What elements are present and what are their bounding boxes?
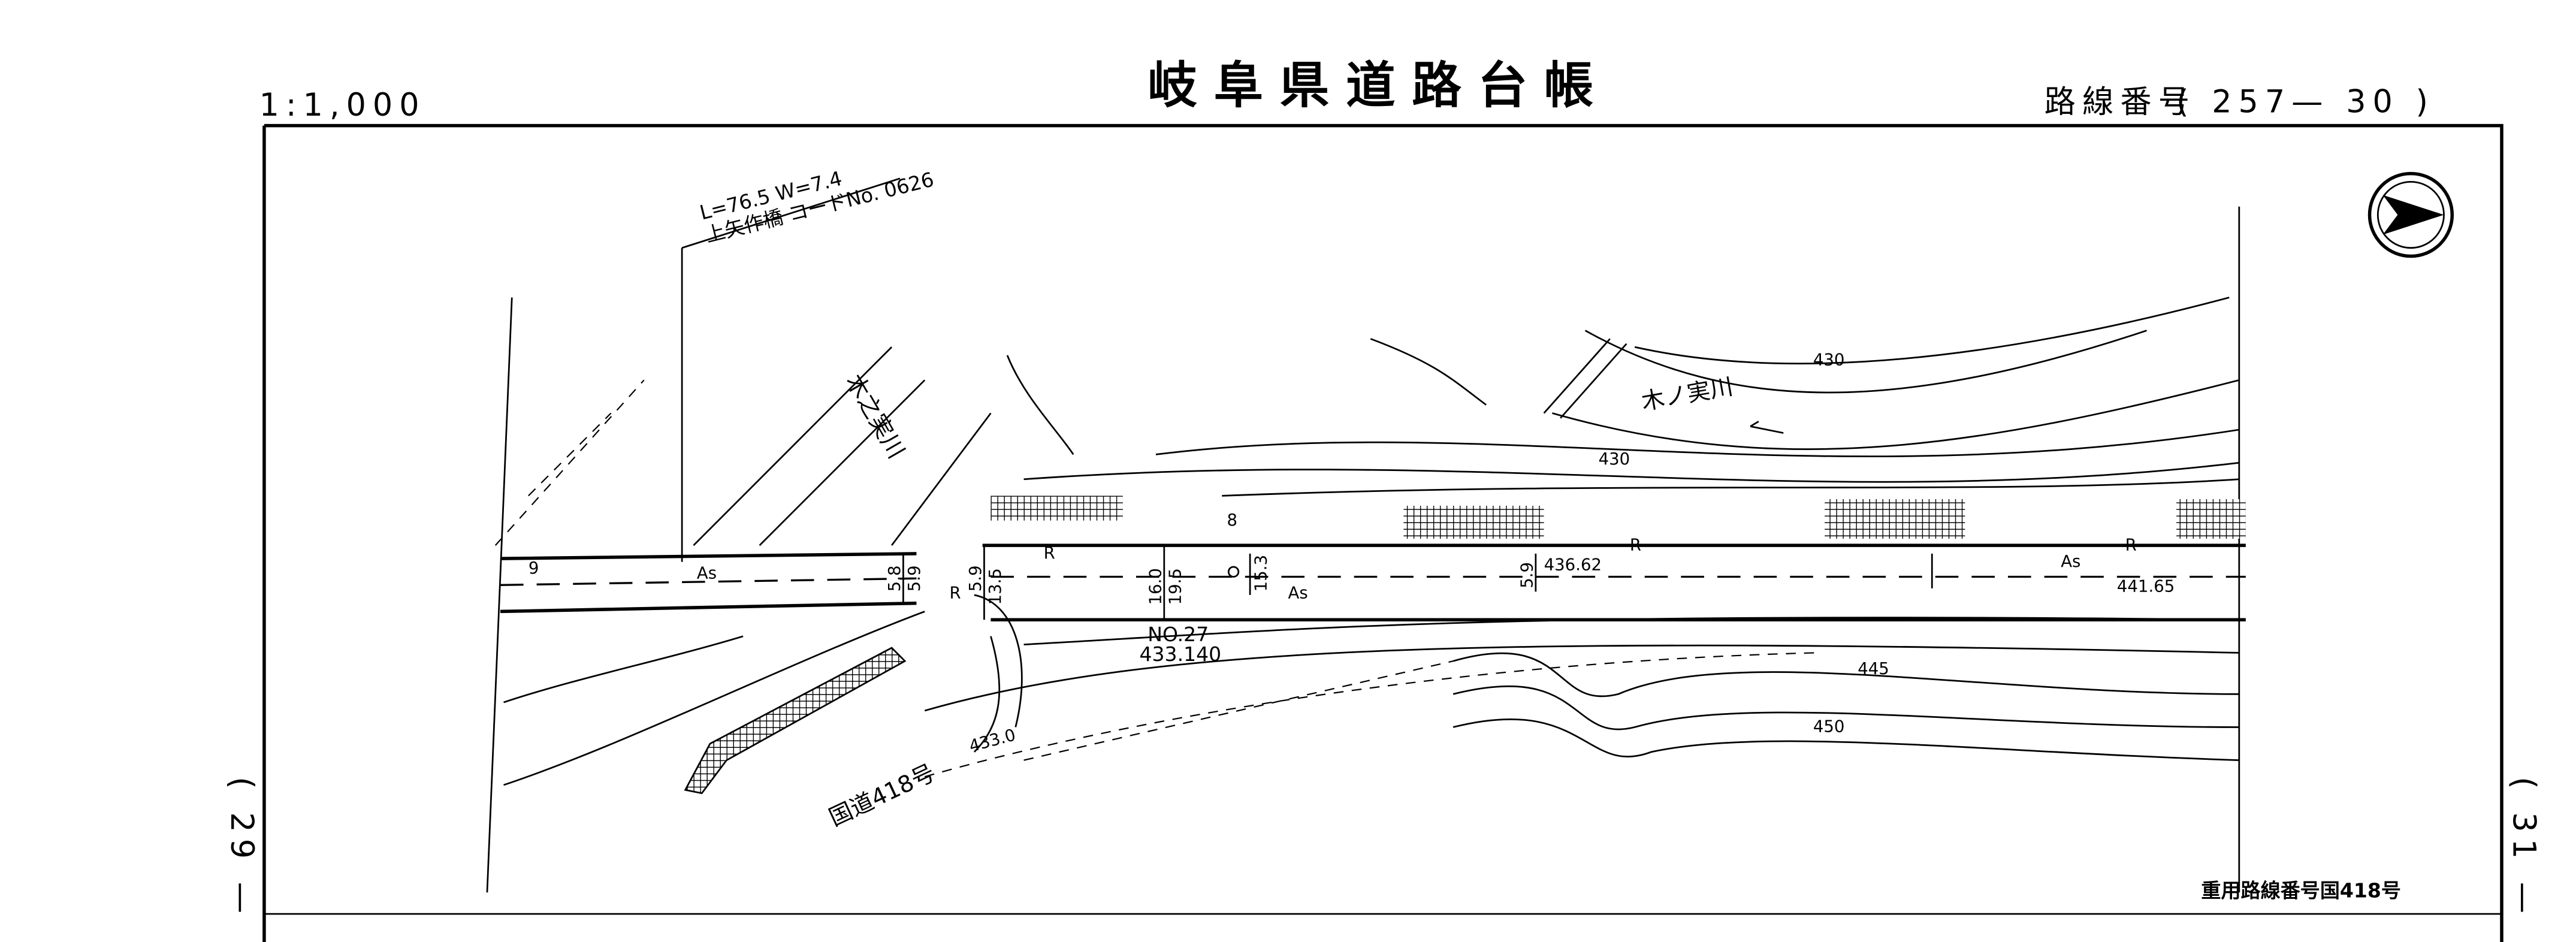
station-elevation: 433.140 [1139,642,1221,666]
contour-lines [494,297,2240,786]
station-mark: 8 [1227,511,1238,530]
river-label-side: 木之実川 [840,370,910,463]
spot-elevation: 441.65 [2117,576,2175,596]
overlap-route-label: 重用路線番号国418号 [2201,879,2401,902]
route-number-label: 路線番号 [2045,84,2196,120]
page-title: 岐阜県道路台帳 [1147,56,1609,114]
surface-label: As [1288,583,1308,602]
spot-elevation: 436.62 [1544,555,1602,574]
left-sheet-label: ( 29 — [224,777,260,920]
width-dimension: 5.8 5.9 [885,553,924,603]
national-road-label: 国道418号 [825,759,940,832]
curb-label: R [2125,535,2137,554]
svg-text:5.9: 5.9 [1517,562,1536,588]
bridge-label: L=76.5 W=7.4 上矢作橋 コードNo. 0626 [697,167,937,247]
curb-label: R [1630,535,1641,554]
svg-text:5.9: 5.9 [905,565,924,591]
station-mark: 9 [529,558,539,578]
surface-label: As [2061,552,2080,571]
svg-text:19.5: 19.5 [1165,568,1185,605]
contour-label: 430 [1813,350,1845,369]
width-dimension: 5.9 13.5 [966,545,1005,620]
map-extent-lines [486,177,2240,893]
station-number: NO.27 [1147,623,1209,646]
width-dimension: 16.0 19.5 [1146,545,1185,620]
svg-text:13.5: 13.5 [986,568,1005,605]
scale-label: 1:1,000 [259,87,426,123]
map-frame [262,123,2503,942]
curb-label: R [1044,544,1055,563]
prefectural-road [500,544,2246,621]
width-dimension: 15.3 [1227,553,1271,595]
contour-label: 445 [1858,659,1889,678]
spot-elevation: 433.0 [967,725,1017,756]
right-sheet-label: ( 31 — [2505,777,2542,920]
svg-text:5.8: 5.8 [885,565,904,591]
river-label-main: 木ノ実川 [1639,373,1735,416]
river-flow-arrow-icon [1750,421,1784,434]
north-arrow-icon [2367,171,2454,258]
svg-text:5.9: 5.9 [966,565,985,591]
svg-text:15.3: 15.3 [1252,555,1271,591]
route-number: ( 257— 30 ) [2176,84,2435,120]
contour-label: 430 [1599,449,1630,469]
width-dimension: 5.9 [1517,553,1536,592]
svg-text:16.0: 16.0 [1146,568,1165,605]
retaining-wall-hatching [684,496,2246,795]
surface-label: As [697,563,717,582]
curb-label: R [950,583,961,602]
contour-label: 450 [1813,717,1845,736]
